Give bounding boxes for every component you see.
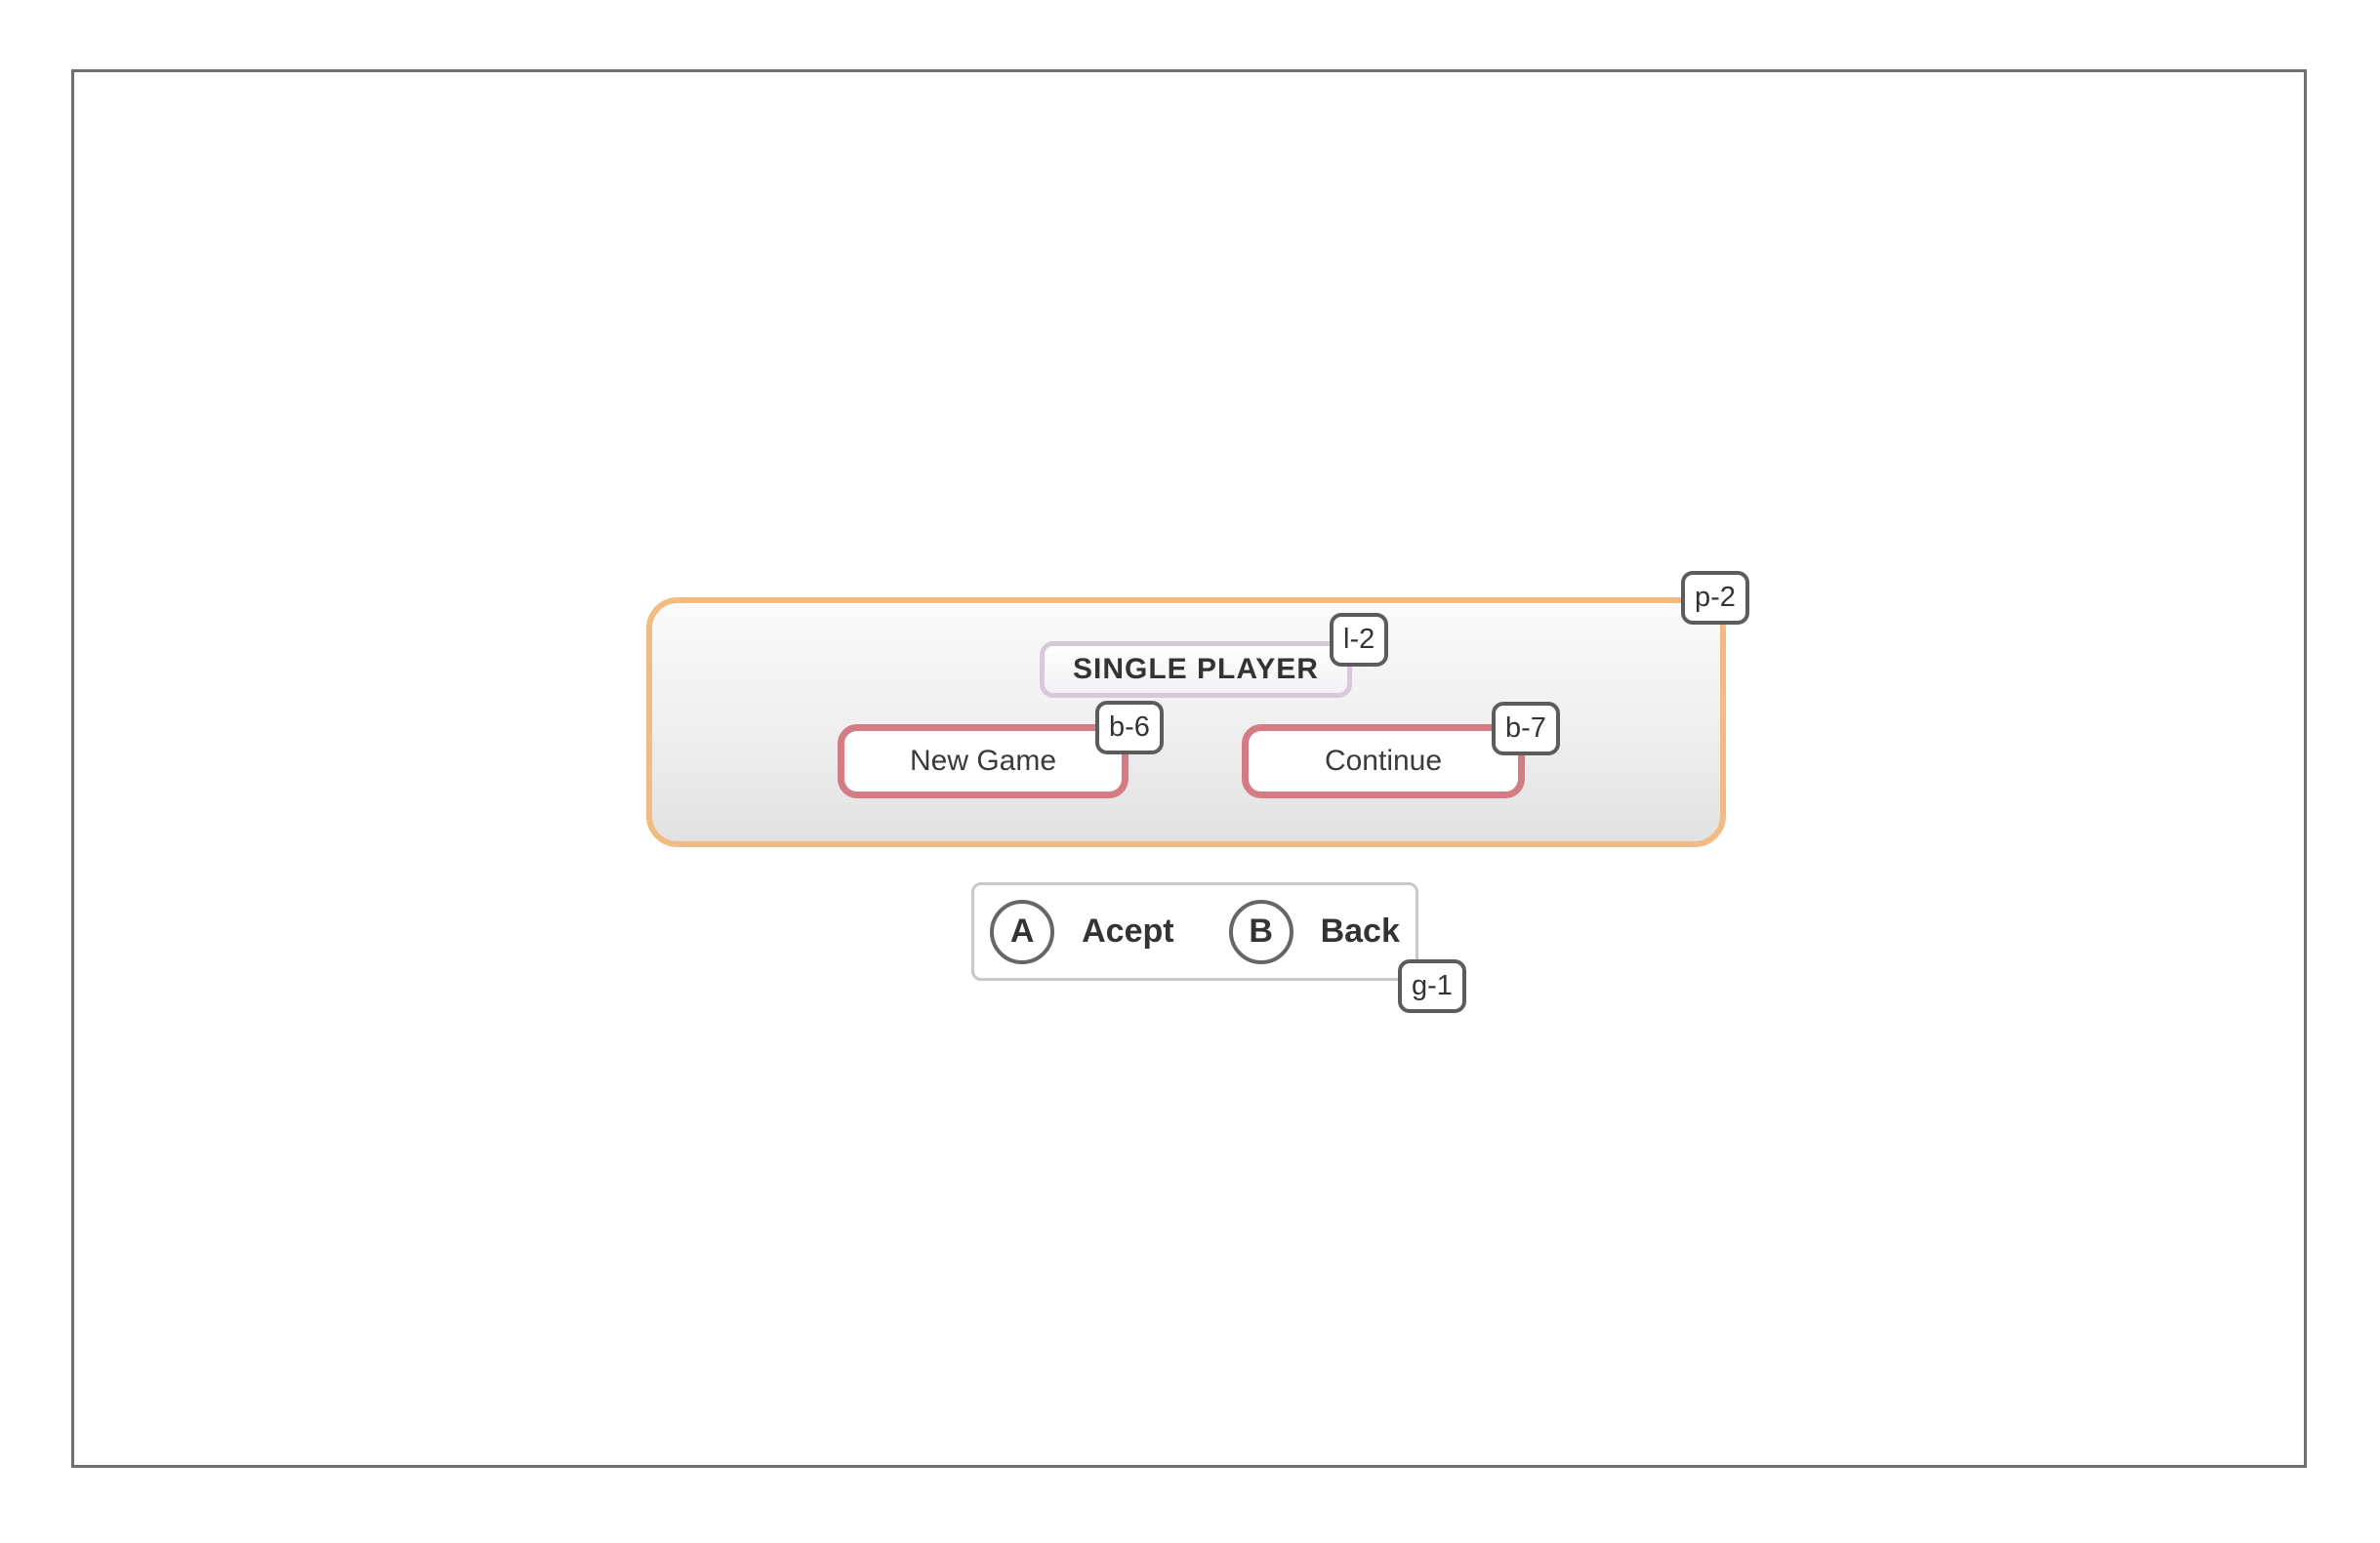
annotation-tag-controller-bar: g-1 <box>1398 959 1466 1014</box>
annotation-tag-title: l-2 <box>1330 613 1389 668</box>
gamepad-b-button-icon: B <box>1228 899 1293 964</box>
back-hint: B Back <box>1228 899 1400 964</box>
gamepad-a-button-icon: A <box>990 899 1055 964</box>
accept-hint-label: Acept <box>1082 913 1174 950</box>
back-hint-label: Back <box>1320 913 1400 950</box>
annotation-tag-new-game: b-6 <box>1095 701 1164 755</box>
controller-hint-bar: A Acept B Back <box>971 882 1418 981</box>
single-player-panel <box>646 597 1726 847</box>
annotation-tag-panel: p-2 <box>1681 571 1749 626</box>
new-game-button[interactable]: New Game <box>838 724 1128 798</box>
single-player-title: SINGLE PLAYER <box>1040 641 1352 698</box>
continue-button[interactable]: Continue <box>1242 724 1525 798</box>
annotation-tag-continue: b-7 <box>1492 702 1560 756</box>
accept-hint: A Acept <box>990 899 1174 964</box>
